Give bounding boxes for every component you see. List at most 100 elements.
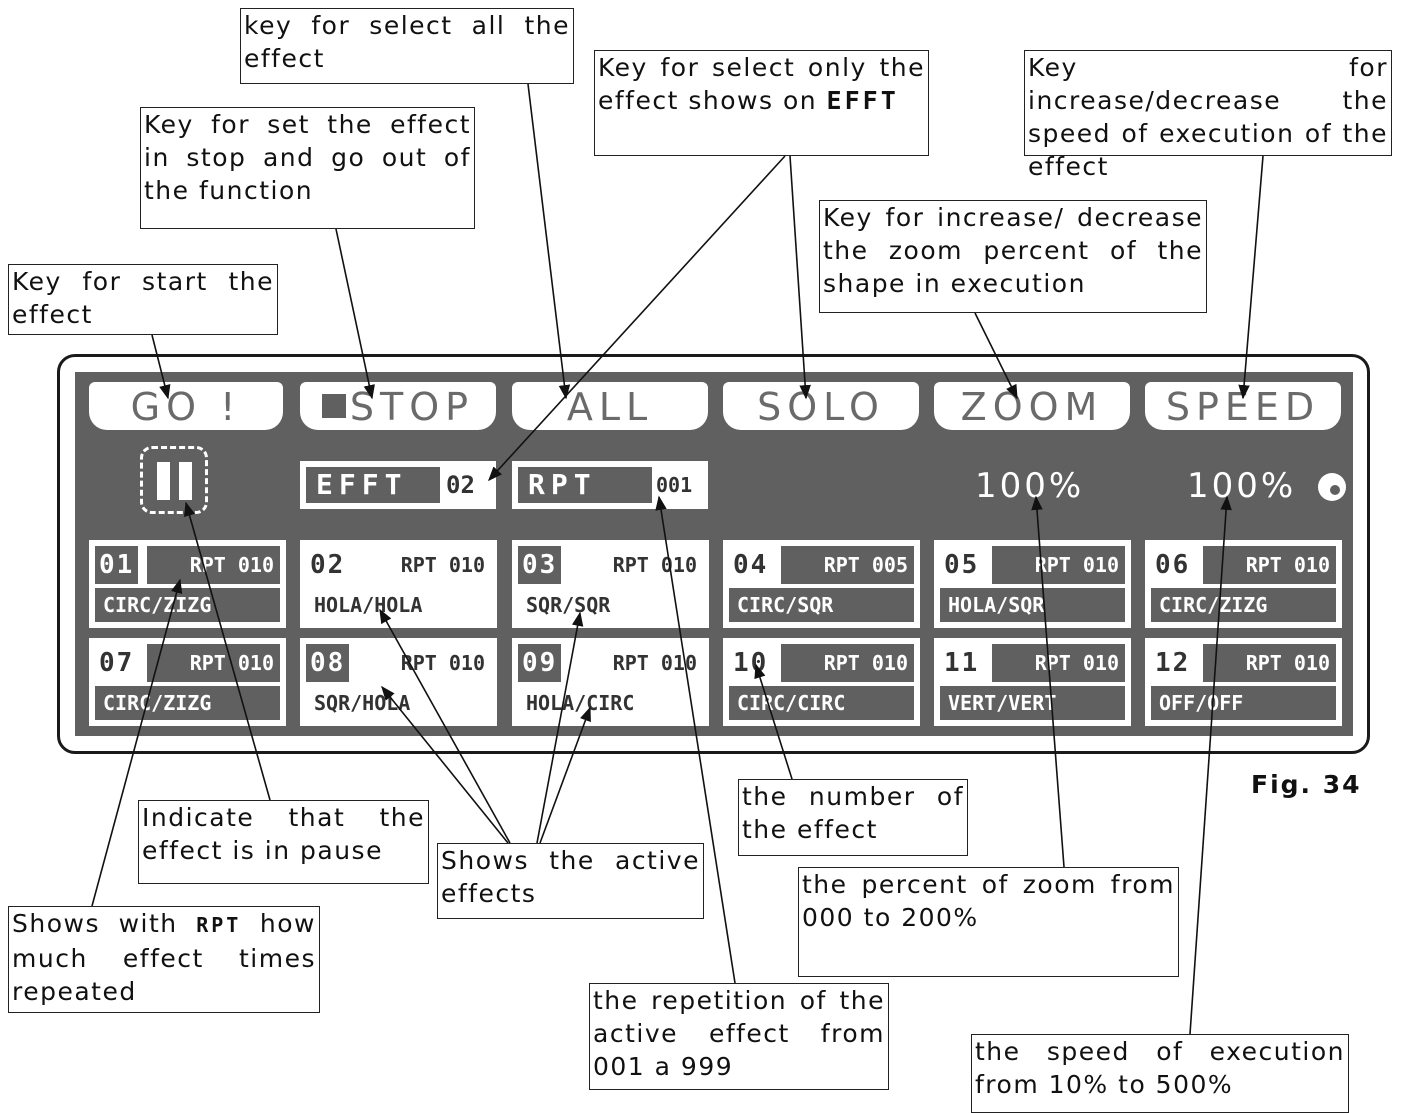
effect-shape: CIRC/CIRC [729, 686, 914, 720]
callout-repetition: the repetition of the active effect from… [589, 983, 889, 1090]
effect-rpt: RPT 010 [1203, 546, 1336, 584]
zoom-percent-value: 100% [975, 466, 1085, 506]
effect-rpt: RPT 010 [400, 553, 485, 577]
effect-rpt: RPT 005 [781, 546, 914, 584]
callout-speed-percent: the speed of execution from 10% to 500% [971, 1034, 1349, 1113]
effect-rpt: RPT 010 [147, 644, 280, 682]
efft-display: EFFT 02 [300, 461, 496, 509]
pause-icon [140, 446, 208, 514]
arrow-active-3 [536, 611, 584, 844]
arrow-speed-percent [1189, 495, 1232, 1035]
efft-value: 02 [446, 471, 475, 499]
arrow-repetition [655, 495, 736, 984]
arrow-number [754, 663, 793, 780]
callout-active-effects: Shows the active effects [437, 843, 704, 919]
arrow-active-4 [539, 706, 591, 844]
effect-shape: VERT/VERT [940, 686, 1125, 720]
arrow-active-1 [379, 608, 511, 844]
display-screen [75, 372, 1353, 736]
go-button-label: GO ! [130, 385, 242, 429]
solo-button[interactable]: SOLO [723, 382, 919, 430]
arrow-select-only-efft [488, 155, 786, 482]
arrow-rpt [91, 578, 183, 907]
arrow-pause [183, 501, 271, 801]
effect-shape: HOLA/HOLA [314, 593, 423, 617]
arrow-select-only-solo [789, 155, 811, 400]
callout-select-only: Key for select only the effect shows on … [594, 50, 929, 156]
rpt-value: 001 [656, 473, 693, 497]
arrow-zoom-percent [1031, 495, 1065, 868]
rpt-display: RPT 001 [512, 461, 708, 509]
effect-number: 03 [518, 546, 562, 584]
callout-rpt: Shows with RPT how much effect times rep… [8, 906, 320, 1013]
callout-rpt-word: RPT [196, 913, 242, 937]
effect-rpt: RPT 010 [612, 651, 697, 675]
effect-rpt: RPT 010 [781, 644, 914, 682]
efft-label: EFFT [306, 467, 440, 503]
arrow-select-all [527, 83, 571, 400]
effect-shape: CIRC/ZIZG [1151, 588, 1336, 622]
solo-button-label: SOLO [757, 385, 885, 429]
effect-rpt: RPT 010 [147, 546, 280, 584]
arrow-active-2 [381, 685, 509, 844]
callout-start-key: Key for start the effect [8, 264, 278, 335]
effect-shape: OFF/OFF [1151, 686, 1336, 720]
zoom-button-label: ZOOM [960, 385, 1104, 429]
effect-number: 05 [944, 550, 980, 580]
arrow-speed-key [1238, 155, 1264, 400]
go-button[interactable]: GO ! [89, 382, 283, 430]
arrow-zoom-key [974, 312, 1018, 400]
rpt-label: RPT [518, 467, 652, 503]
speed-percent-value: 100% [1187, 466, 1297, 506]
callout-select-only-text: Key for select only the effect shows on [598, 53, 925, 115]
effect-shape: CIRC/ZIZG [95, 686, 280, 720]
callout-pause: Indicate that the effect is in pause [138, 800, 429, 884]
callout-zoom-key: Key for increase/ decrease the zoom perc… [819, 200, 1207, 313]
callout-select-all: key for select all the effect [240, 8, 574, 84]
callout-rpt-text-a: Shows with [12, 909, 178, 938]
effect-shape: HOLA/SQR [940, 588, 1125, 622]
arrow-stop-key [335, 228, 375, 400]
callout-rpt-text-b: how much effect times repeated [12, 909, 317, 1006]
effect-number: 02 [310, 550, 346, 580]
effect-number: 07 [99, 648, 135, 678]
effect-rpt: RPT 010 [1203, 644, 1336, 682]
effect-number: 04 [733, 550, 769, 580]
effect-rpt: RPT 010 [612, 553, 697, 577]
all-button-label: ALL [566, 385, 654, 429]
effect-rpt: RPT 010 [992, 644, 1125, 682]
effect-shape: CIRC/ZIZG [95, 588, 280, 622]
effect-number: 09 [518, 644, 562, 682]
effect-number: 06 [1155, 550, 1191, 580]
effect-shape: SQR/SQR [526, 593, 611, 617]
all-button[interactable]: ALL [512, 382, 708, 430]
effect-rpt: RPT 010 [400, 651, 485, 675]
callout-stop-key: Key for set the effect in stop and go ou… [140, 107, 475, 229]
stop-square-icon [321, 394, 346, 418]
callout-speed-key: Key for increase/decrease the speed of e… [1024, 50, 1392, 181]
speed-indicator-icon [1318, 473, 1346, 501]
callout-efft-word: EFFT [826, 86, 899, 115]
arrow-start-key [151, 334, 171, 400]
effect-shape: CIRC/SQR [729, 588, 914, 622]
effect-number: 12 [1155, 648, 1191, 678]
effect-number: 08 [306, 644, 350, 682]
zoom-button[interactable]: ZOOM [934, 382, 1130, 430]
stop-button[interactable]: STOP [300, 382, 496, 430]
figure-label: Fig. 34 [1251, 770, 1362, 799]
callout-zoom-percent: the percent of zoom from 000 to 200% [798, 867, 1179, 977]
